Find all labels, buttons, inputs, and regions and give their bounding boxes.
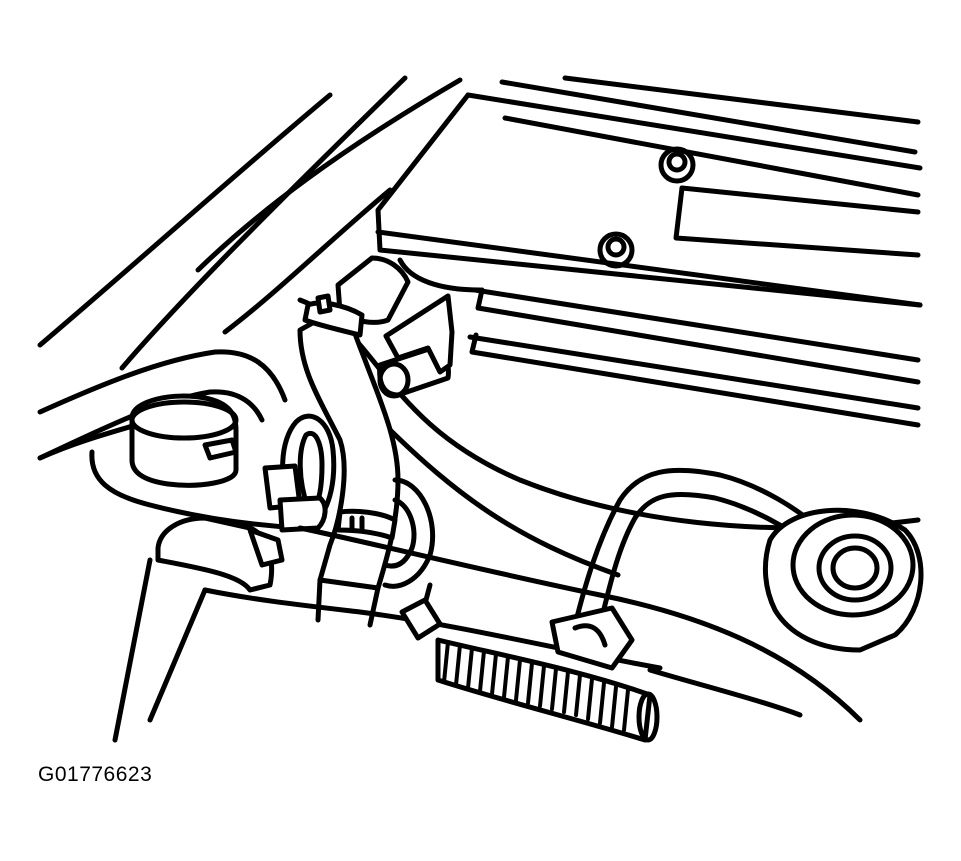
cover-bolt-mid: [597, 231, 635, 269]
engine-cover: [297, 75, 923, 578]
round-port: [763, 507, 924, 653]
coolant-hose: [297, 302, 401, 628]
pipe-joint: [112, 515, 285, 743]
loop-clamp: [262, 413, 337, 533]
sensor-connector: [399, 582, 443, 641]
figure-id-label: G01776623: [38, 763, 153, 786]
cover-bolt-top: [658, 146, 696, 184]
reservoir-tray: [89, 449, 303, 531]
arrow-pointer-icon: [383, 293, 455, 375]
ring-fitting-inner: [382, 497, 417, 569]
right-tube: [549, 467, 823, 671]
fender-outline: [37, 75, 463, 461]
wiring-loom: [435, 637, 660, 743]
hose-bottom-clamp: [335, 508, 398, 541]
reservoir-cap: [129, 393, 239, 488]
hose-top-clamp: [302, 255, 411, 338]
